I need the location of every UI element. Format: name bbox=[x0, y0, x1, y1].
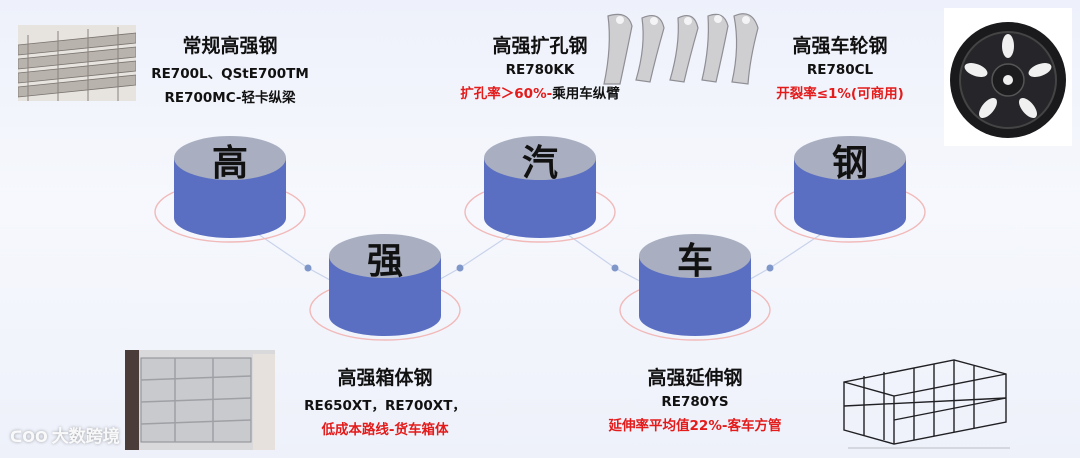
suspension-arms-photo bbox=[598, 6, 766, 88]
label-title: 高强延伸钢 bbox=[647, 367, 743, 389]
label-line: RE780CL bbox=[806, 62, 874, 78]
cylinder-glyph: 车 bbox=[676, 241, 713, 282]
label-line: RE650XT，RE700XT， bbox=[304, 398, 466, 414]
label-box-steel: 高强箱体钢 RE650XT，RE700XT， 低成本路线-货车箱体 bbox=[280, 363, 490, 438]
cylinder-glyph: 汽 bbox=[521, 143, 558, 184]
label-line: RE780YS bbox=[661, 394, 729, 410]
watermark-text: 大数跨境 bbox=[51, 427, 120, 447]
connector-dot bbox=[304, 264, 312, 272]
label-line: 扩孔率＞60%-乘用车纵臂 bbox=[420, 82, 660, 102]
connector-dot bbox=[456, 264, 464, 272]
label-title: 高强车轮钢 bbox=[792, 35, 888, 57]
steel-beams-photo bbox=[18, 25, 136, 101]
cylinder-gao: 高 bbox=[172, 130, 288, 280]
cylinder-glyph: 高 bbox=[211, 143, 248, 184]
label-wheel-steel: 高强车轮钢 RE780CL 开裂率≤1%(可商用) bbox=[740, 31, 940, 102]
label-line: RE700L、QStE700TM bbox=[151, 66, 309, 82]
bus-frame-photo bbox=[834, 352, 1014, 454]
label-line: RE780KK bbox=[505, 62, 575, 78]
label-text: 乘用车纵臂 bbox=[552, 86, 620, 102]
cylinder-glyph: 钢 bbox=[831, 143, 868, 184]
label-hole-expansion-steel: 高强扩孔钢 RE780KK 扩孔率＞60%-乘用车纵臂 bbox=[420, 31, 660, 102]
cylinder-qiang: 强 bbox=[327, 228, 443, 378]
label-highlight: 延伸率平均值22%-客车方管 bbox=[608, 418, 782, 434]
label-line: RE700MC-轻卡纵梁 bbox=[164, 90, 296, 106]
cylinder-che: 车 bbox=[637, 228, 753, 378]
connector-dot bbox=[611, 264, 619, 272]
label-title: 高强扩孔钢 bbox=[492, 35, 588, 57]
label-highlight: 低成本路线-货车箱体 bbox=[321, 422, 449, 438]
label-title: 高强箱体钢 bbox=[337, 367, 433, 389]
cylinder-qi: 汽 bbox=[482, 130, 598, 280]
label-highlight: 开裂率≤1%(可商用) bbox=[776, 86, 904, 102]
label-regular-steel: 常规高强钢 RE700L、QStE700TM RE700MC-轻卡纵梁 bbox=[140, 31, 320, 106]
truck-box-photo bbox=[125, 350, 275, 450]
cylinder-gang: 钢 bbox=[792, 130, 908, 280]
watermark-logo-icon: ᑕOO bbox=[10, 428, 48, 446]
cylinder-glyph: 强 bbox=[366, 241, 403, 282]
label-extension-steel: 高强延伸钢 RE780YS 延伸率平均值22%-客车方管 bbox=[570, 363, 820, 434]
wheel-photo bbox=[944, 8, 1072, 146]
label-title: 常规高强钢 bbox=[182, 35, 278, 57]
connector-dot bbox=[766, 264, 774, 272]
label-highlight: 扩孔率＞60%- bbox=[460, 86, 553, 102]
